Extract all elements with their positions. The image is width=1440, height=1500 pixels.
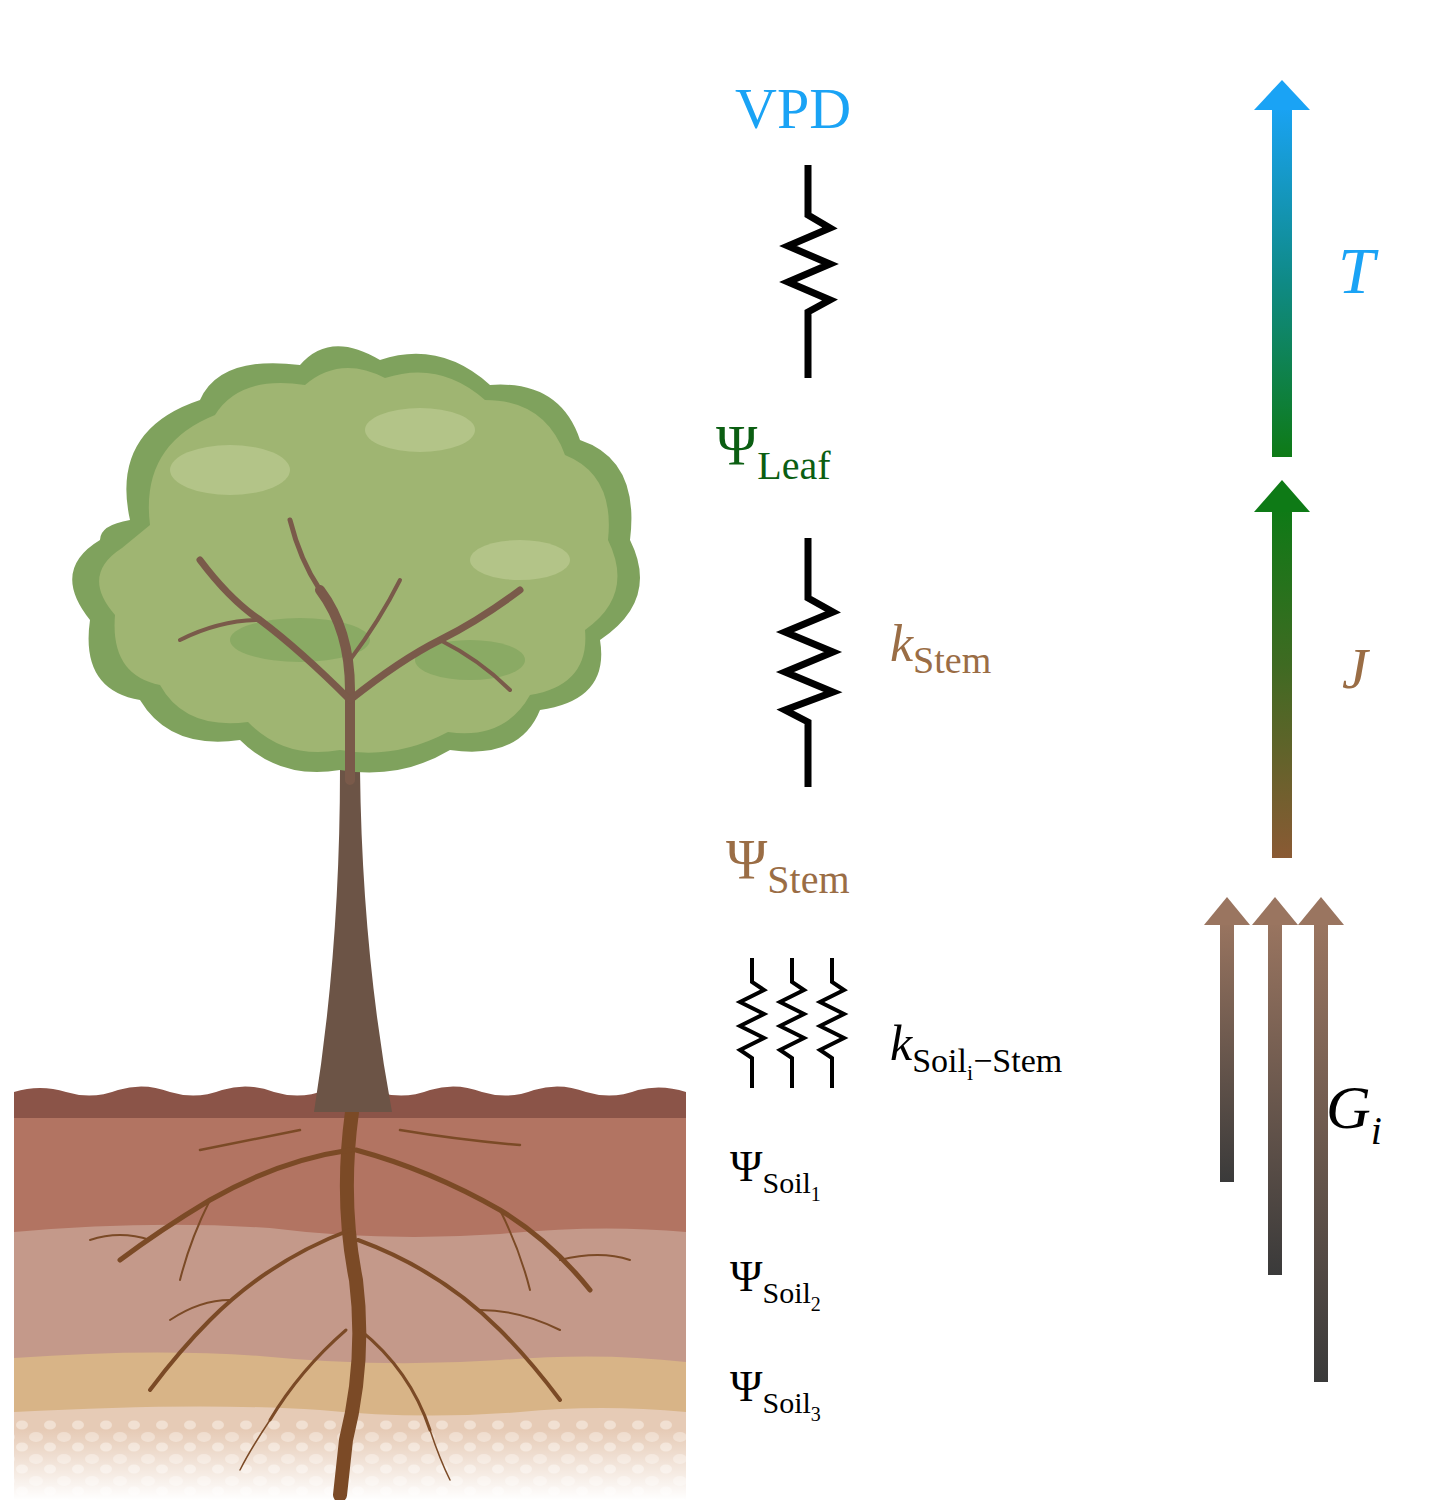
- tree-crown: [72, 346, 640, 772]
- parallel-resistor-symbols: [740, 958, 844, 1088]
- soil-stem-conductance-label: kSoili−Stem: [890, 1018, 1062, 1068]
- symbol-text: Ψ: [716, 415, 757, 477]
- tree-branches: [180, 520, 520, 780]
- symbol-text: k: [890, 1015, 912, 1071]
- stem-potential-label: ΨStem: [726, 832, 850, 888]
- transpiration-arrow: [1254, 80, 1310, 457]
- resistor-symbol: [788, 165, 830, 378]
- soil-profile: [14, 1086, 686, 1500]
- symbol-text: Ψ: [730, 1252, 762, 1301]
- subscript-text: −Stem: [973, 1042, 1062, 1079]
- subscript-text: Soil: [912, 1042, 967, 1079]
- stem-conductance-label: kStem: [890, 618, 991, 670]
- symbol-text: Ψ: [730, 1362, 762, 1411]
- subscript-text: 3: [811, 1403, 821, 1425]
- symbol-text: Ψ: [730, 1142, 762, 1191]
- subscript-text: Soil: [762, 1276, 810, 1309]
- subscript-text: 1: [811, 1183, 821, 1205]
- soil-potential-label: ΨSoil2: [730, 1255, 821, 1299]
- subscript-text: Stem: [913, 639, 991, 681]
- symbol-text: k: [890, 615, 913, 672]
- soil-potential-label: ΨSoil3: [730, 1365, 821, 1409]
- subscript-text: Soil: [762, 1386, 810, 1419]
- root-uptake-arrows: [1204, 897, 1344, 1382]
- root-system: [90, 1112, 630, 1495]
- subscript-text: Stem: [767, 857, 849, 902]
- root-uptake-label: Gi: [1326, 1076, 1382, 1138]
- subscript-text: i: [1371, 1108, 1382, 1153]
- vpd-label: VPD: [735, 80, 851, 138]
- symbol-text: Ψ: [726, 829, 767, 891]
- resistor-symbol: [785, 538, 833, 787]
- sapflow-label: J: [1342, 640, 1368, 698]
- subscript-text: i: [967, 1060, 973, 1085]
- transpiration-label: T: [1338, 238, 1375, 304]
- sapflow-arrow: [1254, 480, 1310, 858]
- subscript-text: Soil: [762, 1166, 810, 1199]
- tree-trunk: [314, 770, 392, 1112]
- leaf-potential-label: ΨLeaf: [716, 418, 831, 474]
- symbol-text: G: [1326, 1073, 1371, 1141]
- subscript-text: Leaf: [757, 443, 830, 488]
- symbol-text: T: [1338, 234, 1375, 307]
- subscript-text: 2: [811, 1293, 821, 1315]
- symbol-text: VPD: [735, 76, 851, 141]
- symbol-text: J: [1342, 636, 1368, 701]
- soil-potential-label: ΨSoil1: [730, 1145, 821, 1189]
